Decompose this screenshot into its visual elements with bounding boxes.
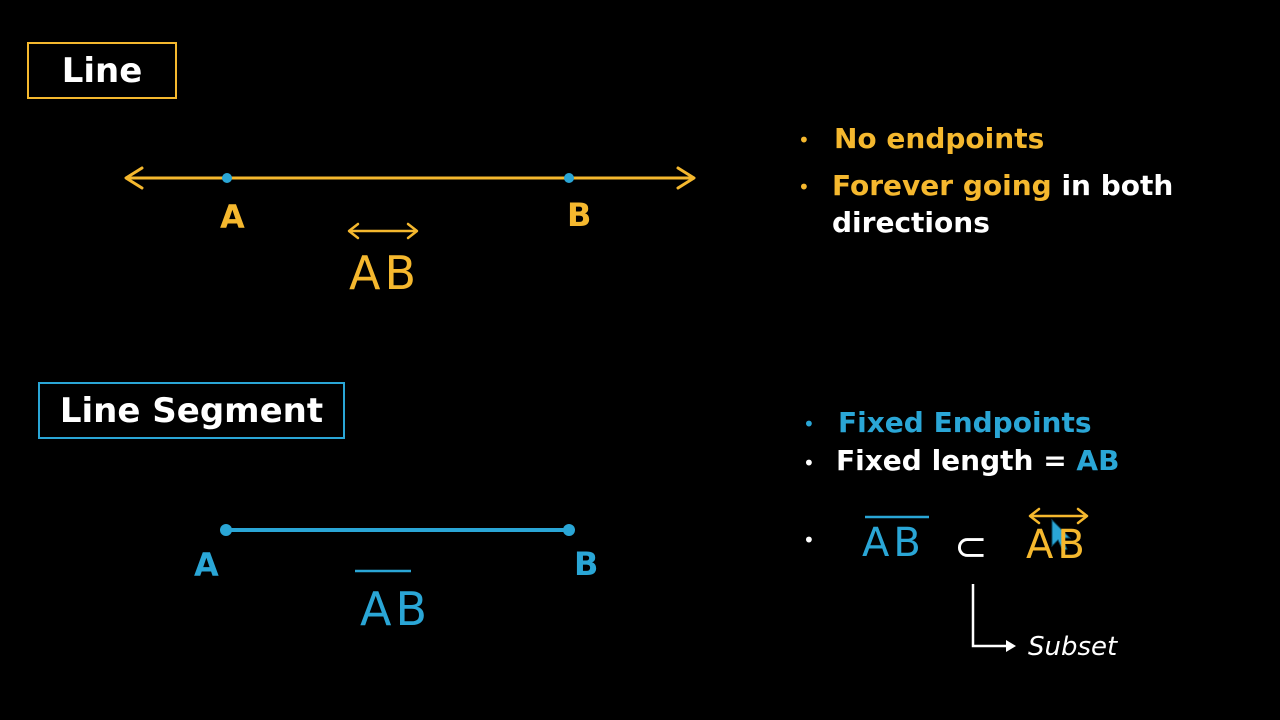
subset-right-arrowhead-left <box>1028 507 1041 525</box>
line-point-a <box>222 173 232 183</box>
segment-label-a: A <box>194 546 219 584</box>
segment-notation: AB <box>360 582 432 636</box>
line-point-b <box>564 173 574 183</box>
segment-title-box: Line Segment <box>38 382 345 439</box>
segment-label-b: B <box>574 545 599 583</box>
line-label-a: A <box>220 198 245 236</box>
bullet-dot: • <box>803 412 815 436</box>
subset-pointer-arrowhead <box>1006 640 1016 652</box>
in-both-text: in both <box>1061 169 1174 202</box>
line-arrowhead-right <box>676 166 696 190</box>
line-notation-arrowhead-right <box>406 222 419 240</box>
segment-endpoint-b <box>563 524 575 536</box>
subset-left-notation: AB <box>862 520 925 566</box>
bullet-fixed-endpoints: Fixed Endpoints <box>838 406 1092 439</box>
subset-label: Subset <box>1028 632 1118 662</box>
bullet-dot: • <box>803 451 815 475</box>
line-notation-arrowhead-left <box>347 222 360 240</box>
line-title: Line <box>61 50 143 91</box>
fixed-length-value: AB <box>1076 444 1120 477</box>
subset-right-notation: AB <box>1026 522 1089 568</box>
line-notation: AB <box>349 246 421 300</box>
segment-endpoint-a <box>220 524 232 536</box>
bullet-directions: directions <box>832 206 990 239</box>
bullet-dot: • <box>798 175 810 199</box>
line-title-box: Line <box>27 42 177 99</box>
bullet-no-endpoints: No endpoints <box>834 122 1045 155</box>
subset-symbol: ⊂ <box>954 524 988 570</box>
segment-title: Line Segment <box>59 390 324 431</box>
bullet-forever-going: Forever going in both <box>832 169 1173 202</box>
subset-pointer-line <box>971 584 1010 648</box>
line-arrowhead-left <box>124 166 144 190</box>
bullet-dot: • <box>803 528 815 552</box>
fixed-length-text: Fixed length = <box>836 444 1067 477</box>
subset-right-arrowhead-right <box>1076 507 1089 525</box>
bullet-dot: • <box>798 128 810 152</box>
forever-going-text: Forever going <box>832 169 1052 202</box>
mouse-cursor-icon <box>1051 518 1072 552</box>
bullet-fixed-length: Fixed length = AB <box>836 444 1119 477</box>
line-label-b: B <box>567 196 592 234</box>
